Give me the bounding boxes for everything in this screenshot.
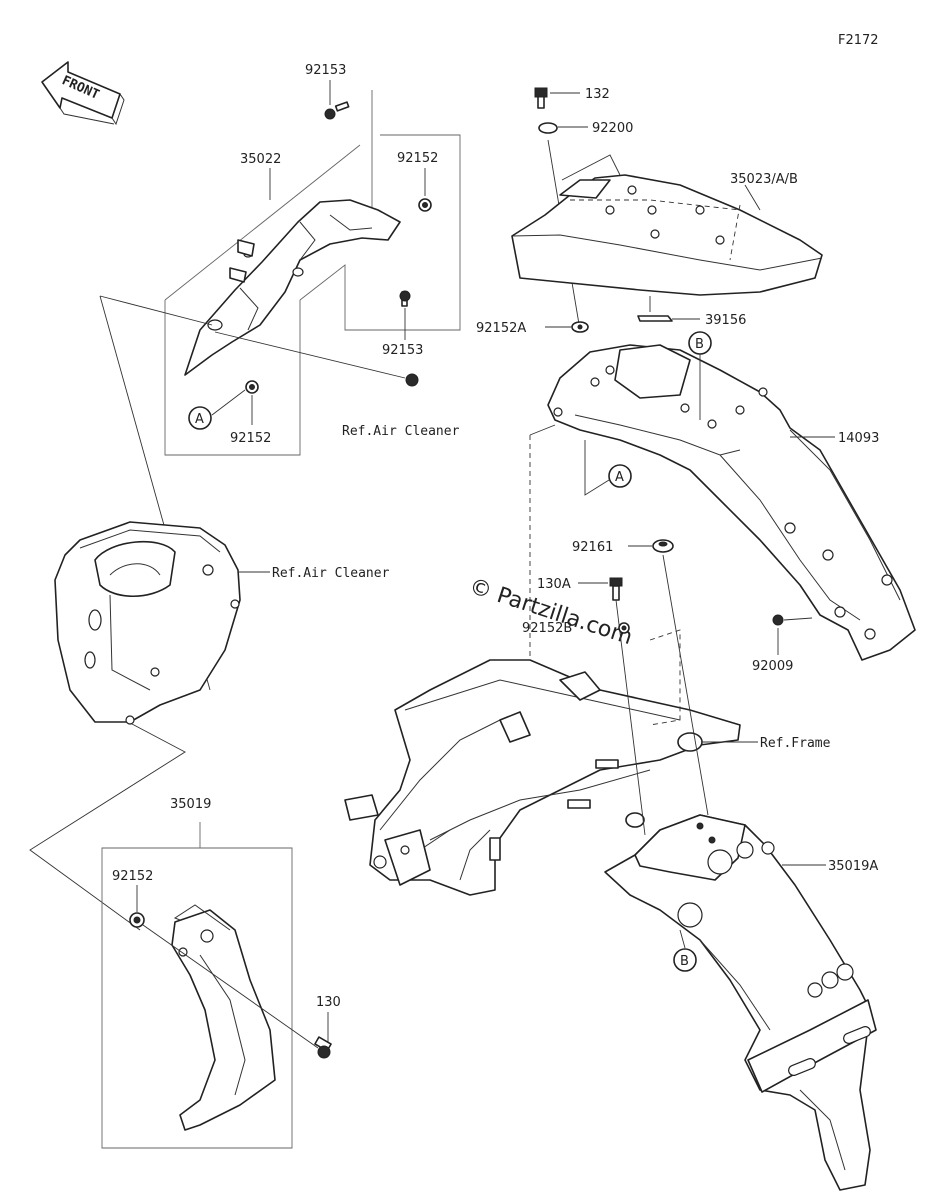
label-130: 130 <box>316 995 341 1010</box>
inner-fender-35022 <box>184 199 401 376</box>
label-92153-mid: 92153 <box>382 343 423 358</box>
bolt-132-icon <box>534 87 548 109</box>
seat-cowl-35023 <box>511 174 823 296</box>
nut-92152A-icon <box>571 321 589 333</box>
label-14093: 14093 <box>838 431 879 446</box>
cover-35019 <box>171 909 276 1131</box>
nut-92152-top-icon <box>418 198 432 212</box>
label-35022: 35022 <box>240 152 281 167</box>
air-cleaner-housing <box>54 521 241 725</box>
label-92153-top: 92153 <box>305 63 346 78</box>
label-92009: 92009 <box>752 659 793 674</box>
label-ref-frame: Ref.Frame <box>760 736 831 751</box>
bolt-92153-top-icon <box>324 101 350 120</box>
callout-b-bottom <box>673 948 697 972</box>
label-92152B: 92152B <box>522 621 572 636</box>
callout-b-bottom-text: B <box>680 954 689 969</box>
label-35019A: 35019A <box>828 859 878 874</box>
label-92152-left: 92152 <box>230 431 271 446</box>
bolt-130-icon <box>314 1036 332 1059</box>
label-35023: 35023/A/B <box>730 172 798 187</box>
callout-a-right <box>608 464 632 488</box>
bolt-92009-icon <box>772 614 784 626</box>
frame-assembly <box>344 659 741 896</box>
label-92200: 92200 <box>592 121 633 136</box>
label-39156: 39156 <box>705 313 746 328</box>
washer-92200-icon <box>538 122 558 134</box>
label-92152-top: 92152 <box>397 151 438 166</box>
tail-bracket-35019A <box>604 814 877 1191</box>
bolt-130A-icon <box>609 577 623 601</box>
callout-b-top-text: B <box>695 337 704 352</box>
label-92152-bottom: 92152 <box>112 869 153 884</box>
label-132: 132 <box>585 87 610 102</box>
callout-a-left <box>188 406 212 430</box>
callout-a-left-text: A <box>195 412 204 427</box>
figure-code: F2172 <box>838 33 879 48</box>
bolt-ref-air-cleaner-icon <box>405 373 419 387</box>
nut-92152-bottom-icon <box>129 912 145 928</box>
group-35019 <box>101 822 293 1149</box>
label-ref-air-cleaner-1: Ref.Air Cleaner <box>342 424 460 439</box>
front-arrow-icon: FRONT <box>41 61 125 126</box>
sticker-39156-icon <box>637 315 673 322</box>
rear-fender-14093 <box>547 344 916 661</box>
grommet-92161-icon <box>652 539 674 553</box>
label-130A: 130A <box>537 577 571 592</box>
callout-a-right-text: A <box>615 470 624 485</box>
nut-92152-left-icon <box>245 380 259 394</box>
label-ref-air-cleaner-2: Ref.Air Cleaner <box>272 566 390 581</box>
label-92152A: 92152A <box>476 321 526 336</box>
label-92161: 92161 <box>572 540 613 555</box>
bolt-92153-mid-icon <box>399 290 411 307</box>
nut-92152B-icon <box>618 622 630 634</box>
group-35022 <box>164 90 461 456</box>
label-35019: 35019 <box>170 797 211 812</box>
